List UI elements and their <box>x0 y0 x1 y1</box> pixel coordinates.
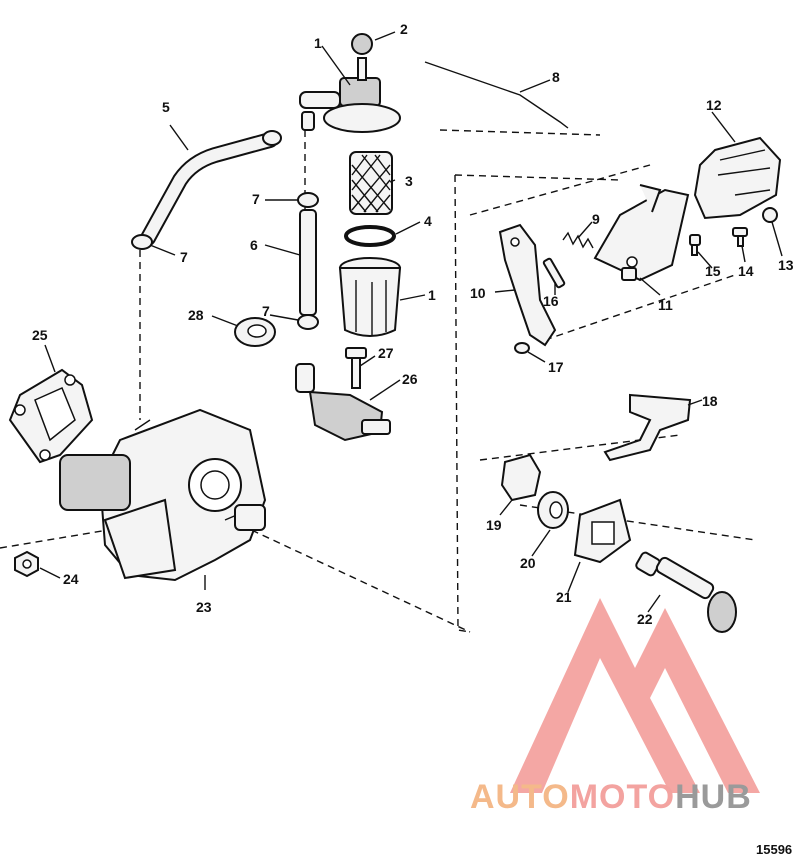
fuel-enrichment-valve <box>295 347 391 442</box>
o-ring <box>344 225 396 247</box>
gasket <box>8 368 94 464</box>
leader-lines <box>39 31 783 613</box>
watermark-logo <box>510 598 760 793</box>
callout-23: 23 <box>196 599 212 615</box>
hose-clamps <box>131 130 319 330</box>
reference-number: 15596 <box>756 842 793 857</box>
cover <box>693 136 782 220</box>
filter-screen <box>349 151 393 215</box>
choke-knob <box>635 551 737 633</box>
clip <box>500 453 542 502</box>
callout-10: 10 <box>470 285 486 301</box>
callout-12: 12 <box>706 97 722 113</box>
seal <box>234 317 276 347</box>
link-rod <box>424 61 569 129</box>
callout-1-top: 1 <box>314 35 322 51</box>
bracket <box>593 184 690 282</box>
cap <box>762 207 778 223</box>
callout-7-left: 7 <box>180 249 188 265</box>
callout-17: 17 <box>548 359 564 375</box>
callout-20: 20 <box>520 555 536 571</box>
callout-11: 11 <box>658 297 673 313</box>
watermark-word-hub: HUB <box>675 778 752 816</box>
callout-18: 18 <box>702 393 718 409</box>
fuel-filter-head <box>299 33 401 133</box>
callout-21: 21 <box>556 589 572 605</box>
inner-triangle-icon <box>565 703 635 773</box>
fuel-hose-part <box>140 124 278 246</box>
watermark-word-moto: MOTO <box>569 778 676 816</box>
callout-1-bowl: 1 <box>428 287 436 303</box>
callout-16: 16 <box>543 293 559 309</box>
triangle-logo-icon <box>510 598 760 793</box>
screw-15 <box>689 234 701 256</box>
choke-handle <box>603 393 692 462</box>
callout-27: 27 <box>378 345 394 361</box>
spring <box>562 231 594 249</box>
watermark-text: AUTOMOTOHUB <box>470 778 752 817</box>
callout-14: 14 <box>738 263 754 279</box>
callout-5: 5 <box>162 99 170 115</box>
callout-6: 6 <box>250 237 258 253</box>
callout-26: 26 <box>402 371 418 387</box>
callout-7-upper: 7 <box>252 191 260 207</box>
callout-28: 28 <box>188 307 204 323</box>
callout-3: 3 <box>405 173 413 189</box>
callout-2: 2 <box>400 21 408 37</box>
filter-bowl <box>338 257 402 337</box>
callout-24: 24 <box>63 571 79 587</box>
callout-8: 8 <box>552 69 560 85</box>
callout-19: 19 <box>486 517 502 533</box>
callout-22: 22 <box>637 611 653 627</box>
screw-16 <box>542 257 566 289</box>
screw-14 <box>732 227 748 247</box>
callout-9: 9 <box>592 211 600 227</box>
washer-20 <box>537 491 569 529</box>
callout-labels: 1 2 3 4 1 5 6 7 7 7 8 9 10 11 12 13 14 1… <box>32 21 794 627</box>
carburetor <box>59 408 267 582</box>
callout-15: 15 <box>705 263 721 279</box>
lever <box>498 223 557 347</box>
callout-4: 4 <box>424 213 432 229</box>
nut <box>14 550 39 578</box>
watermark-word-auto: AUTO <box>470 778 570 816</box>
callout-13: 13 <box>778 257 794 273</box>
washer-17 <box>514 342 530 354</box>
callout-25: 25 <box>32 327 48 343</box>
callout-7-lower: 7 <box>262 303 270 319</box>
choke-plate <box>573 498 632 564</box>
fuel-line-part <box>299 209 317 316</box>
